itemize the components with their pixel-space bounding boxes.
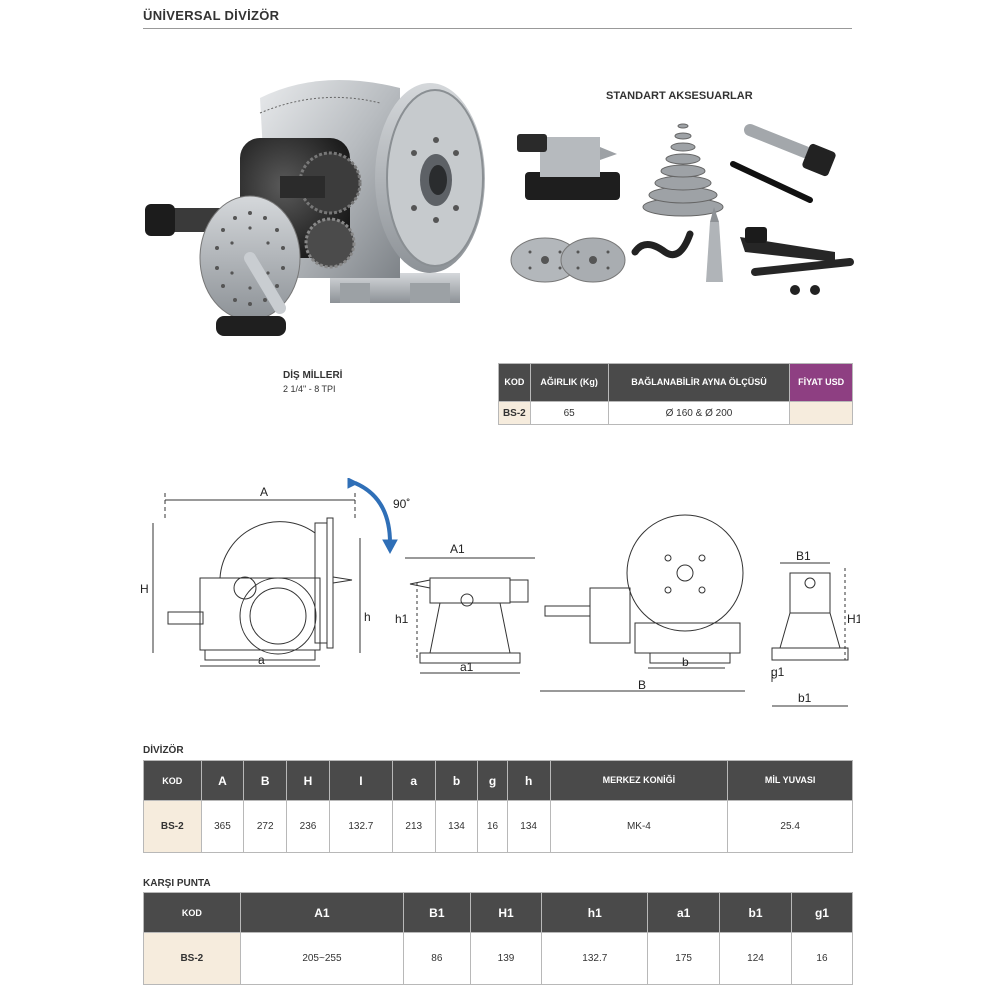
divisor-header-g: g (477, 760, 508, 801)
tailstock-cell-h1: 132.7 (541, 932, 649, 985)
tailstock-header-h1: h1 (541, 892, 649, 933)
divisor-header-b: b (434, 760, 479, 801)
tailstock-cell-kod: BS-2 (143, 932, 241, 985)
label-B: B (638, 678, 646, 692)
divisor-header-H: H (286, 760, 330, 801)
label-g1: g1 (771, 665, 785, 679)
tailstock-header-A1: A1 (239, 892, 405, 933)
label-angle: 90˚ (393, 497, 410, 511)
price-header-chuck-size: BAĞLANABİLİR AYNA ÖLÇÜSÜ (607, 363, 791, 402)
divisor-cell-g: 16 (477, 800, 508, 853)
tailstock-cell-a1: 175 (647, 932, 721, 985)
technical-drawings: A H h a 90˚ A1 h1 a1 b B (140, 478, 860, 707)
label-h1: h1 (395, 612, 409, 626)
divisor-header-B: B (243, 760, 288, 801)
tailstock-header-a1: a1 (647, 892, 721, 933)
divisor-front-drawing: b B (540, 514, 745, 692)
tailstock-side-drawing: A1 h1 a1 (395, 542, 535, 674)
label-H: H (140, 582, 149, 596)
price-header-price: FİYAT USD (789, 363, 853, 402)
tailstock-section-title: KARŞI PUNTA (143, 878, 211, 889)
divisor-cell-kod: BS-2 (143, 800, 202, 853)
table-row: BS-2 365 272 236 132.7 213 134 16 134 MK… (143, 800, 853, 853)
price-cell-weight: 65 (529, 401, 609, 425)
divisor-cell-h: 134 (506, 800, 551, 853)
price-cell-chuck-size: Ø 160 & Ø 200 (607, 401, 791, 425)
label-H1: H1 (847, 612, 860, 626)
divisor-header-I: I (328, 760, 393, 801)
tailstock-front-drawing: B1 H1 g1 b1 (771, 549, 860, 707)
spindle-value: 2 1/4" - 8 TPI (283, 384, 336, 394)
divisor-header-kod: KOD (143, 760, 202, 801)
divisor-section-title: DİVİZÖR (143, 745, 184, 756)
label-b1: b1 (798, 691, 812, 705)
table-row: BS-2 65 Ø 160 & Ø 200 (498, 401, 853, 425)
price-header-kod: KOD (498, 363, 531, 402)
divisor-table: KOD A B H I a b g h MERKEZ KONİĞİ MİL YU… (143, 760, 853, 853)
divisor-header-spindle-bore: MİL YUVASI (727, 760, 853, 801)
price-table: KOD AĞIRLIK (Kg) BAĞLANABİLİR AYNA ÖLÇÜS… (498, 363, 853, 425)
label-B1: B1 (796, 549, 811, 563)
label-b: b (682, 655, 689, 669)
label-A: A (260, 485, 268, 499)
divisor-cell-a: 213 (391, 800, 436, 853)
divisor-header-A: A (200, 760, 245, 801)
divisor-cell-I: 132.7 (328, 800, 393, 853)
price-cell-kod: BS-2 (498, 401, 531, 425)
title-divider (143, 28, 852, 29)
divisor-table-header: KOD A B H I a b g h MERKEZ KONİĞİ MİL YU… (143, 760, 853, 801)
tailstock-cell-b1: 124 (719, 932, 792, 985)
accessories-photo (510, 123, 854, 295)
tailstock-cell-H1: 139 (469, 932, 543, 985)
divisor-header-a: a (391, 760, 436, 801)
tailstock-header-kod: KOD (143, 892, 241, 933)
tailstock-header-g1: g1 (790, 892, 854, 933)
tailstock-table: KOD A1 B1 H1 h1 a1 b1 g1 BS-2 205~255 86… (143, 892, 854, 985)
price-cell-price (789, 401, 853, 425)
tailstock-cell-g1: 16 (790, 932, 854, 985)
divisor-header-h: h (506, 760, 551, 801)
tailstock-table-header: KOD A1 B1 H1 h1 a1 b1 g1 (143, 892, 854, 933)
divisor-cell-H: 236 (286, 800, 330, 853)
label-h: h (364, 610, 371, 624)
divisor-side-drawing: A H h a (140, 485, 371, 667)
divisor-cell-center-taper: MK-4 (549, 800, 729, 853)
divisor-header-center-taper: MERKEZ KONİĞİ (549, 760, 729, 801)
tailstock-header-H1: H1 (469, 892, 543, 933)
label-a1: a1 (460, 660, 474, 674)
price-header-weight: AĞIRLIK (Kg) (529, 363, 609, 402)
price-table-header: KOD AĞIRLIK (Kg) BAĞLANABİLİR AYNA ÖLÇÜS… (498, 363, 853, 402)
table-row: BS-2 205~255 86 139 132.7 175 124 16 (143, 932, 854, 985)
tailstock-header-b1: b1 (719, 892, 792, 933)
dividing-head-photo (145, 80, 485, 336)
divisor-cell-spindle-bore: 25.4 (727, 800, 853, 853)
tailstock-cell-A1: 205~255 (239, 932, 405, 985)
tailstock-header-B1: B1 (403, 892, 471, 933)
label-A1: A1 (450, 542, 465, 556)
tailstock-cell-B1: 86 (403, 932, 471, 985)
accessories-heading: STANDART AKSESUARLAR (606, 90, 753, 102)
divisor-cell-B: 272 (243, 800, 288, 853)
divisor-cell-A: 365 (200, 800, 245, 853)
spindle-label: DİŞ MİLLERİ (283, 370, 343, 381)
divisor-cell-b: 134 (434, 800, 479, 853)
label-a: a (258, 653, 265, 667)
page-title: ÜNİVERSAL DİVİZÖR (143, 8, 280, 23)
